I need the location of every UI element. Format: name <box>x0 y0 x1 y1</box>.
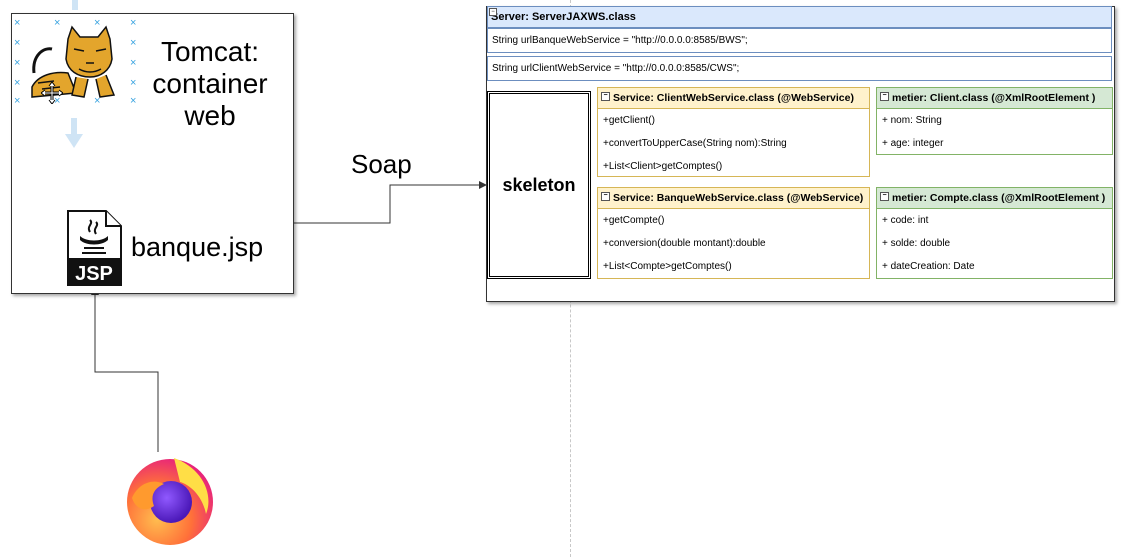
class-title: Service: BanqueWebService.class (@WebSer… <box>613 192 864 204</box>
jsp-label: banque.jsp <box>131 232 264 262</box>
class-title: Service: ClientWebService.class (@WebSer… <box>613 92 854 104</box>
tomcat-container[interactable] <box>11 13 294 294</box>
client-webservice-class[interactable]: −Service: ClientWebService.class (@WebSe… <box>597 87 870 177</box>
tomcat-title: Tomcat: container web <box>152 36 268 131</box>
compte-entity-class[interactable]: −metier: Compte.class (@XmlRootElement )… <box>876 187 1113 279</box>
class-member[interactable]: + nom: String <box>882 115 942 126</box>
jsp-icon-text: JSP <box>75 263 113 285</box>
collapse-icon[interactable]: − <box>601 192 610 201</box>
class-member[interactable]: + code: int <box>882 215 929 226</box>
class-member[interactable]: +conversion(double montant):double <box>603 238 766 249</box>
class-title: metier: Client.class (@XmlRootElement ) <box>892 92 1096 104</box>
collapse-icon[interactable]: − <box>601 92 610 101</box>
class-member[interactable]: +getCompte() <box>603 215 665 226</box>
firefox-icon[interactable] <box>124 454 216 546</box>
class-member[interactable]: +List<Client>getComptes() <box>603 161 723 172</box>
class-title: metier: Compte.class (@XmlRootElement ) <box>892 192 1106 204</box>
selection-handles[interactable]: ×××× ×× ×× ×× ×××× <box>14 17 137 107</box>
class-member[interactable]: +getClient() <box>603 115 655 126</box>
server-header-label: Server: ServerJAXWS.class <box>491 11 636 23</box>
soap-label: Soap <box>351 149 412 179</box>
class-member[interactable]: + dateCreation: Date <box>882 261 975 272</box>
tomcat-icon <box>31 25 116 98</box>
class-member[interactable]: + age: integer <box>882 138 944 149</box>
soap-connector <box>292 181 487 224</box>
banque-webservice-class[interactable]: −Service: BanqueWebService.class (@WebSe… <box>597 187 870 279</box>
url-client-field[interactable]: String urlClientWebService = "http://0.0… <box>487 56 1112 81</box>
class-member[interactable]: + solde: double <box>882 238 951 249</box>
class-member[interactable]: +List<Compte>getComptes() <box>603 261 732 272</box>
pale-down-arrow <box>65 118 83 148</box>
jsp-file-icon: JSP <box>67 210 122 286</box>
collapse-icon[interactable]: − <box>880 192 889 201</box>
client-entity-class[interactable]: −metier: Client.class (@XmlRootElement )… <box>876 87 1113 155</box>
collapse-icon[interactable]: − <box>489 8 497 16</box>
collapse-icon[interactable]: − <box>880 92 889 101</box>
browser-connector <box>91 287 159 452</box>
class-member[interactable]: +convertToUpperCase(String nom):String <box>603 138 787 149</box>
server-header[interactable]: Server: ServerJAXWS.class <box>487 6 1112 28</box>
skeleton-box[interactable]: skeleton <box>487 91 591 279</box>
move-cursor-icon[interactable] <box>41 82 63 104</box>
url-banque-field[interactable]: String urlBanqueWebService = "http://0.0… <box>487 28 1112 53</box>
pale-arrow-top <box>72 0 78 10</box>
